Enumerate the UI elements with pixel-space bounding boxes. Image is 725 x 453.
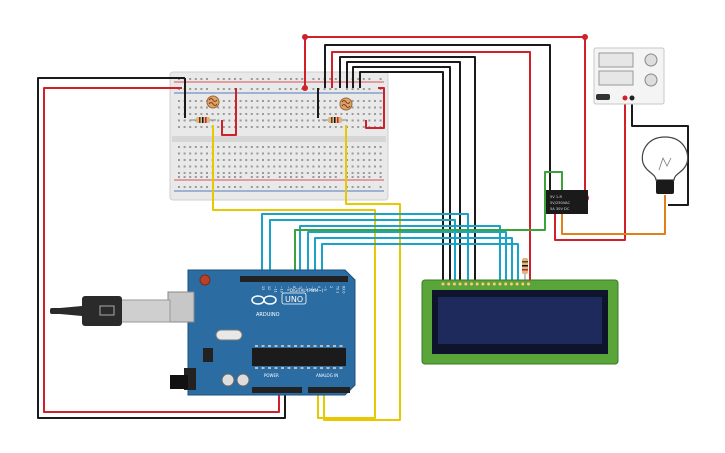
arduino-model: UNO bbox=[285, 295, 303, 304]
digital-pin-label: RX 0 bbox=[342, 286, 346, 293]
lcd-pin[interactable] bbox=[446, 282, 451, 287]
lcd-pin[interactable] bbox=[526, 282, 531, 287]
lcd-pin[interactable] bbox=[452, 282, 457, 287]
light-bulb-icon[interactable] bbox=[641, 136, 689, 194]
lcd-pin[interactable] bbox=[469, 282, 474, 287]
resistor-icon[interactable] bbox=[522, 258, 528, 274]
lcd-pin[interactable] bbox=[486, 282, 491, 287]
arduino-brand: ARDUINO bbox=[256, 312, 280, 318]
usb-cable-icon bbox=[50, 296, 171, 326]
breadboard-icon[interactable] bbox=[169, 71, 389, 201]
digital-header bbox=[240, 276, 348, 282]
digital-pin-label: 7 bbox=[298, 286, 302, 288]
lcd-pin[interactable] bbox=[498, 282, 503, 287]
power-label: POWER bbox=[264, 373, 279, 378]
digital-pin-label: ~10 bbox=[280, 286, 284, 293]
lcd-pin[interactable] bbox=[515, 282, 520, 287]
wires bbox=[37, 36, 689, 421]
digital-pin-label: ~3 bbox=[323, 286, 327, 291]
microcontroller-chip bbox=[252, 348, 346, 366]
digital-pin-label: 2 bbox=[329, 286, 333, 288]
lcd-pin[interactable] bbox=[480, 282, 485, 287]
lcd-pin[interactable] bbox=[509, 282, 514, 287]
relay-line2: 5V/250VAC bbox=[550, 201, 570, 205]
digital-pin-label: TX 1 bbox=[335, 285, 339, 293]
power-jack-icon bbox=[170, 375, 188, 389]
digital-label: DIGITAL (PWM~) bbox=[290, 288, 324, 293]
resistor-icon[interactable] bbox=[322, 117, 348, 123]
reset-button-icon bbox=[199, 274, 211, 286]
digital-pin-label: ~9 bbox=[286, 286, 290, 291]
digital-pin-label: ~5 bbox=[311, 286, 315, 291]
lcd-pin[interactable] bbox=[520, 282, 525, 287]
relay-icon[interactable]: 5V 1-R 5V/250VAC 5A 30V DC bbox=[546, 190, 588, 214]
analog-header bbox=[308, 387, 350, 393]
lcd-pin[interactable] bbox=[503, 282, 508, 287]
lcd-pin[interactable] bbox=[475, 282, 480, 287]
power-supply-icon[interactable] bbox=[593, 47, 665, 105]
lcd-pin[interactable] bbox=[463, 282, 468, 287]
arduino-logo-icon bbox=[251, 295, 277, 305]
digital-pin-label: 13 bbox=[261, 286, 265, 290]
digital-pin-label: 12 bbox=[267, 286, 271, 290]
analog-label: ANALOG IN bbox=[316, 373, 338, 378]
photoresistor-icon[interactable] bbox=[339, 97, 353, 111]
photoresistor-icon[interactable] bbox=[206, 95, 220, 109]
lcd-pin[interactable] bbox=[458, 282, 463, 287]
relay-line3: 5A 30V DC bbox=[550, 207, 570, 211]
lcd-16x2-icon[interactable] bbox=[421, 279, 619, 365]
arduino-uno-icon[interactable]: ARDUINO UNO DIGITAL (PWM~) POWER ANALOG … bbox=[167, 269, 356, 396]
digital-pin-label: ~11 bbox=[273, 286, 277, 293]
digital-pin-label: 4 bbox=[317, 286, 321, 288]
digital-pin-label: ~6 bbox=[304, 286, 308, 291]
lcd-pin[interactable] bbox=[492, 282, 497, 287]
power-header bbox=[252, 387, 302, 393]
resistor-icon[interactable] bbox=[190, 117, 216, 123]
digital-pin-label: 8 bbox=[292, 286, 296, 288]
lcd-pin[interactable] bbox=[441, 282, 446, 287]
relay-line1: 5V 1-R bbox=[550, 195, 562, 199]
